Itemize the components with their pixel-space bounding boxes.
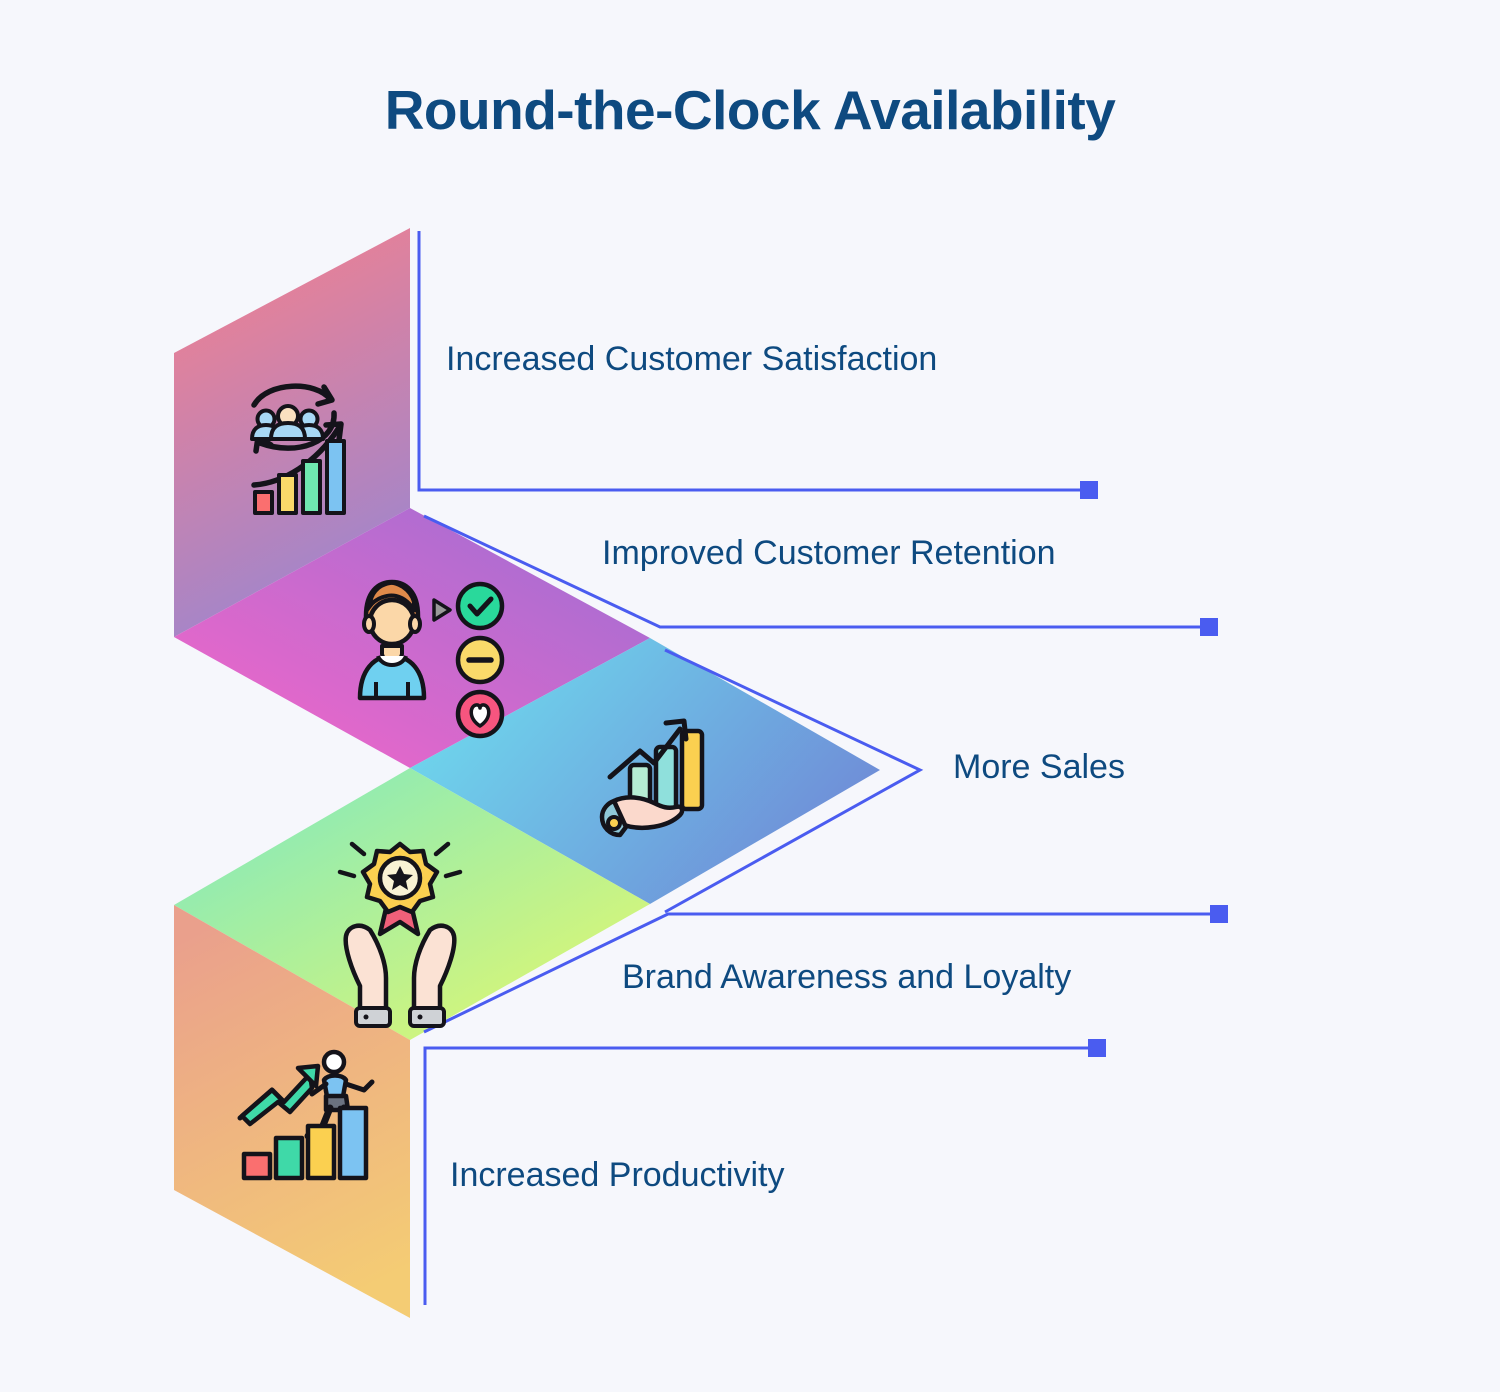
step-label-brand-awareness-and-loyalty: Brand Awareness and Loyalty bbox=[622, 958, 1072, 996]
connector-line-3 bbox=[664, 648, 924, 914]
connector-marker-4 bbox=[1088, 1039, 1106, 1057]
connector-line-5 bbox=[423, 1046, 1090, 1305]
hand-holding-growth-icon bbox=[599, 718, 705, 838]
connector-marker-1 bbox=[1080, 481, 1098, 499]
step-label-improved-customer-retention: Improved Customer Retention bbox=[602, 534, 1056, 572]
page-title: Round-the-Clock Availability bbox=[384, 79, 1116, 141]
marker-group bbox=[1080, 481, 1228, 1057]
connector-line-4 bbox=[423, 912, 1215, 1034]
customer-feedback-icon bbox=[357, 579, 505, 739]
step-label-increased-customer-satisfaction: Increased Customer Satisfaction bbox=[446, 340, 938, 378]
hands-award-badge-icon bbox=[337, 841, 463, 1028]
person-climbing-bars-icon bbox=[237, 1049, 375, 1181]
connector-marker-2 bbox=[1200, 618, 1218, 636]
people-growth-chart-icon bbox=[250, 383, 346, 515]
connector-line-1 bbox=[417, 231, 1082, 492]
step-label-increased-productivity: Increased Productivity bbox=[450, 1156, 785, 1194]
connector-line-2 bbox=[423, 514, 1202, 629]
connector-group bbox=[417, 231, 1215, 1305]
step-label-more-sales: More Sales bbox=[953, 748, 1125, 786]
connector-marker-3 bbox=[1210, 905, 1228, 923]
band-improved-customer-retention bbox=[174, 508, 650, 768]
